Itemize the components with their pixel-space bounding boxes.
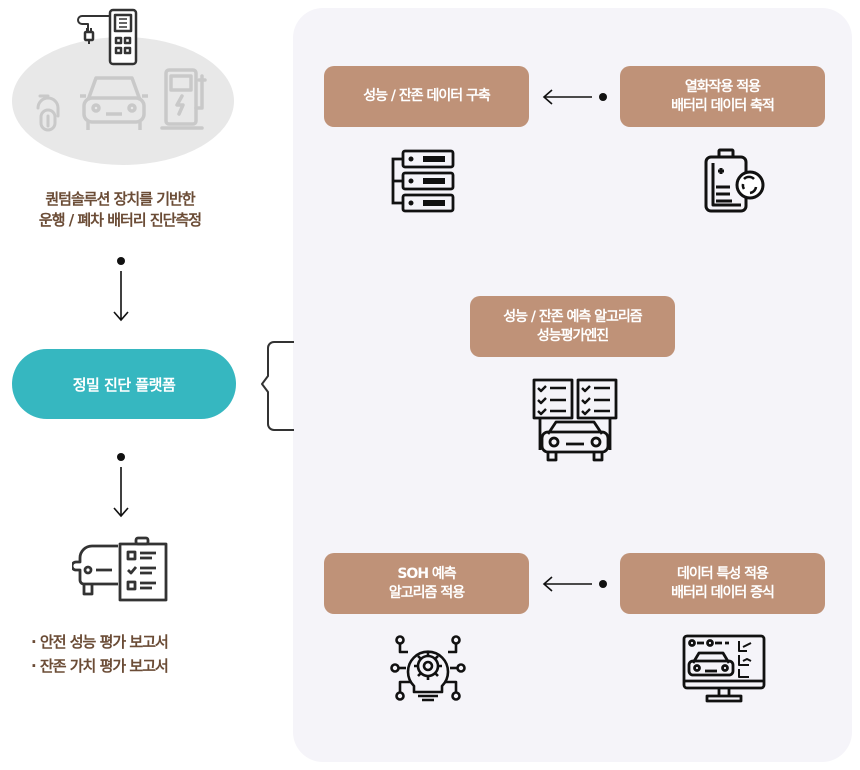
down-arrow-1 (113, 257, 129, 322)
device-caption: 퀀텀솔루션 장치를 기반한 운행 / 폐차 배터리 진단측정 (0, 189, 240, 231)
diagnostic-device-icon (77, 8, 138, 66)
server-stack-icon (391, 149, 455, 213)
car-report-icon (72, 536, 168, 602)
scooter-icon (36, 94, 60, 132)
down-arrow-2 (113, 453, 129, 518)
step-accumulate-data[interactable]: 열화작용 적용 배터리 데이터 축적 (620, 66, 825, 127)
report-item-residual-value: · 잔존 가치 평가 보고서 (31, 657, 169, 675)
battery-recycle-icon (704, 148, 765, 213)
precision-platform-button[interactable]: 정밀 진단 플랫폼 (12, 349, 236, 419)
car-icon (80, 76, 148, 130)
left-arrow-2 (542, 576, 607, 592)
step-soh-algorithm[interactable]: SOH 예측 알고리즘 적용 (324, 553, 529, 614)
left-arrow-1 (542, 89, 607, 105)
curly-bracket (261, 341, 294, 431)
gear-bulb-circuit-icon (390, 635, 466, 702)
monitor-car-icon (682, 634, 766, 703)
charging-station-icon (160, 68, 207, 130)
step-evaluation-engine[interactable]: 성능 / 잔존 예측 알고리즘 성능평가엔진 (470, 296, 675, 357)
device-caption-line2: 운행 / 폐차 배터리 진단측정 (38, 211, 202, 229)
report-item-safety: · 안전 성능 평가 보고서 (31, 633, 169, 651)
step-augment-data[interactable]: 데이터 특성 적용 배터리 데이터 증식 (620, 553, 825, 614)
car-checklist-icon (532, 378, 618, 462)
device-caption-line1: 퀀텀솔루션 장치를 기반한 (45, 190, 195, 208)
step-build-data[interactable]: 성능 / 잔존 데이터 구축 (324, 66, 529, 127)
report-list: · 안전 성능 평가 보고서 · 잔존 가치 평가 보고서 (31, 630, 169, 678)
